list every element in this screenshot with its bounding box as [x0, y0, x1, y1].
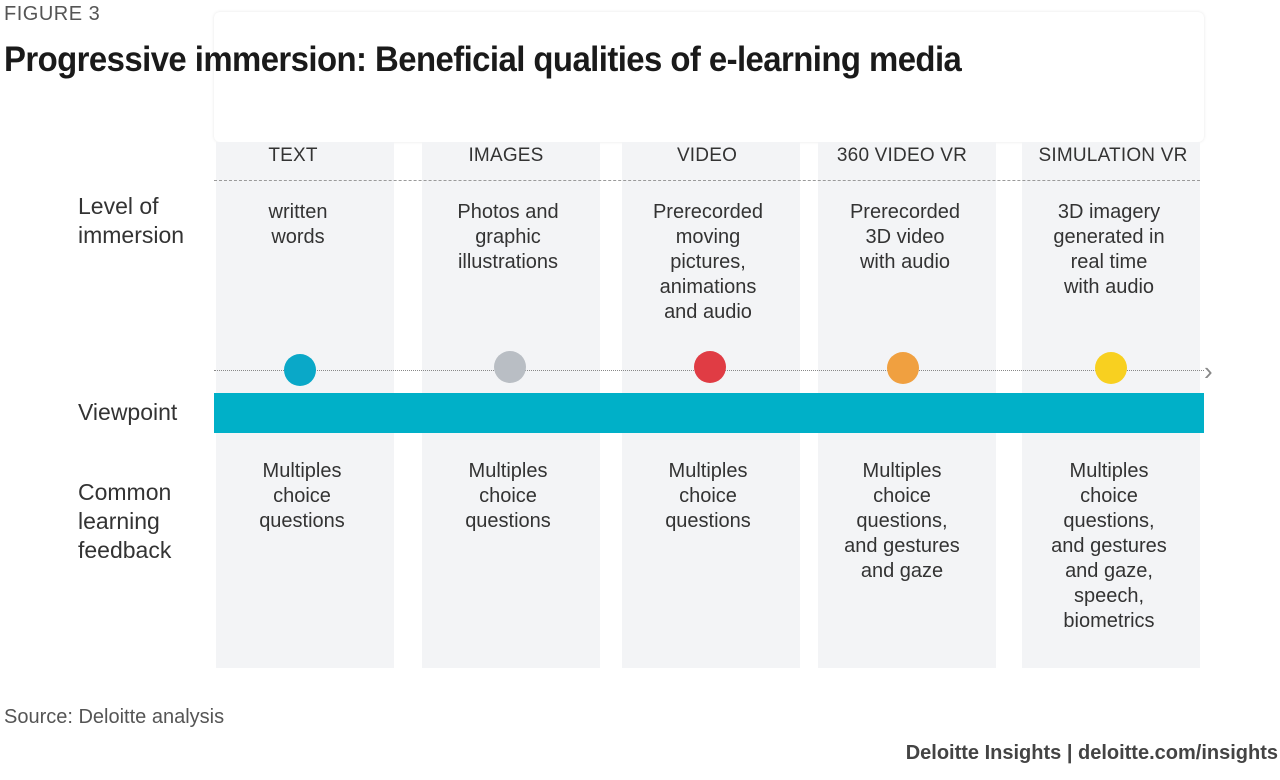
dot-text [284, 354, 316, 386]
figure-label: FIGURE 3 [4, 3, 101, 25]
feedback-cell-video: Multiples choice questions [665, 460, 751, 532]
dot-360-video-vr [887, 352, 919, 384]
dot-images [494, 351, 526, 383]
chevron-right-icon: › [1204, 356, 1213, 386]
page-title: Progressive immersion: Beneficial qualit… [4, 40, 962, 79]
brand-footer: Deloitte Insights | deloitte.com/insight… [905, 742, 1278, 764]
header-panel [214, 12, 1204, 142]
source-note: Source: Deloitte analysis [4, 706, 225, 728]
feedback-cell-360-video-vr: Multiples choice questions, and gestures… [844, 460, 960, 582]
header-divider [214, 180, 1200, 181]
dot-video [694, 351, 726, 383]
immersion-cell-360-video-vr: Prerecorded 3D video with audio [849, 201, 961, 273]
feedback-cell-simulation-vr: Multiples choice questions, and gestures… [1051, 460, 1167, 632]
column-header-video: VIDEO [676, 145, 738, 166]
feedback-cell-text: Multiples choice questions [259, 460, 345, 532]
column-header-images: IMAGES [468, 145, 544, 166]
immersion-cell-text: written words [268, 201, 328, 248]
immersion-cell-video: Prerecorded moving pictures, animations … [652, 201, 764, 323]
immersion-cell-simulation-vr: 3D imagery generated in real time with a… [1053, 201, 1165, 298]
row-label-viewpoint: Viewpoint [78, 399, 178, 425]
column-header-simulation-vr: SIMULATION VR [1038, 145, 1188, 166]
row-label-immersion: Level of immersion [78, 193, 185, 248]
dot-simulation-vr [1095, 352, 1127, 384]
row-label-feedback: Common learning feedback [78, 479, 172, 563]
viewpoint-bar [214, 393, 1204, 433]
immersion-cell-images: Photos and graphic illustrations [457, 201, 559, 273]
column-header-text: TEXT [268, 145, 318, 166]
feedback-cell-images: Multiples choice questions [465, 460, 551, 532]
column-header-360-video-vr: 360 VIDEO VR [836, 145, 968, 166]
